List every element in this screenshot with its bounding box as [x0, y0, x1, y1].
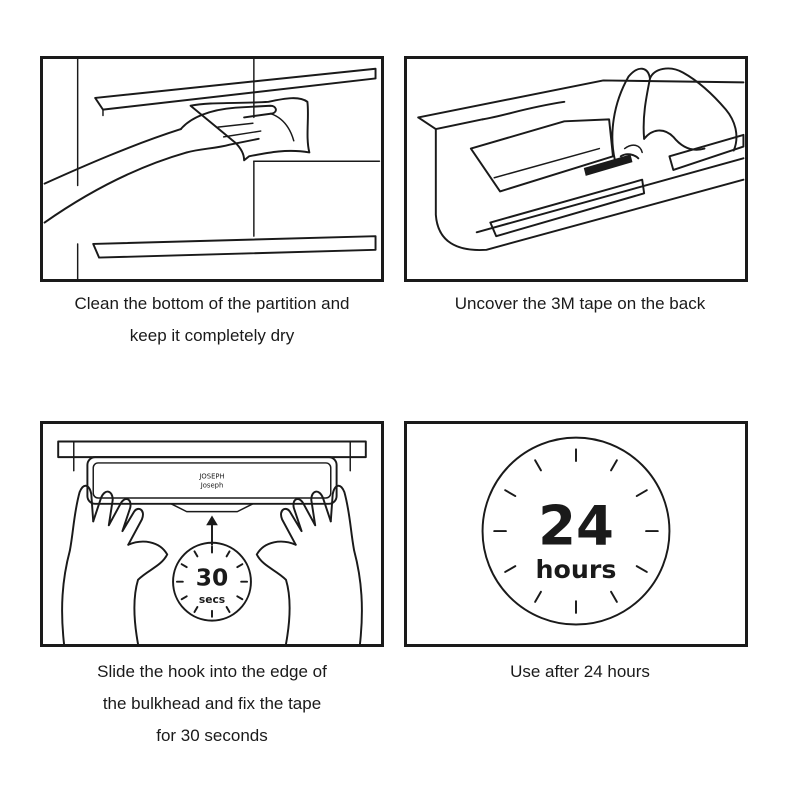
- dial-tick: [635, 565, 648, 573]
- clock-ticks: [493, 448, 659, 614]
- hook-left-edge: [417, 116, 484, 131]
- recess-inner-line: [493, 147, 601, 179]
- peeled-liner: [619, 153, 640, 160]
- dial-tick: [635, 489, 648, 498]
- upper-shelf: [94, 67, 377, 111]
- caption-line: keep it completely dry: [129, 326, 295, 345]
- 3m-tape-strip: [583, 154, 633, 176]
- dial-tick: [236, 595, 244, 601]
- dial-tick: [193, 550, 199, 558]
- step-1-caption: Clean the bottom of the partition and ke…: [20, 288, 404, 352]
- timer-unit: secs: [199, 593, 225, 606]
- cleaning-cloth: [189, 97, 311, 162]
- dial-tick: [236, 563, 244, 569]
- timer-ticks: [175, 545, 249, 618]
- clock-drawing: 24 hours: [481, 436, 671, 626]
- hand-back: [649, 67, 738, 152]
- left-hand-thumb: [127, 540, 169, 644]
- dial-tick: [504, 565, 517, 573]
- step-3-illustration: 30 secs JOSEPH Joseph: [40, 421, 384, 647]
- hand-outline: [179, 104, 277, 131]
- right-hand-thumb: [255, 540, 297, 644]
- timer-dial: [172, 541, 252, 622]
- finger-index: [611, 67, 651, 162]
- dial-tick: [225, 550, 231, 558]
- hook-product-inner: [92, 462, 332, 499]
- press-arrow-head: [206, 515, 218, 526]
- dial-tick: [225, 606, 231, 614]
- step-3-caption: Slide the hook into the edge of the bulk…: [20, 656, 404, 752]
- left-hand-outer: [61, 484, 95, 644]
- dial-tick: [610, 590, 618, 603]
- right-hand-fingers: [280, 490, 332, 546]
- brand-logo-line1: JOSEPH: [198, 473, 224, 481]
- step-4-caption: Use after 24 hours: [390, 656, 770, 688]
- peeling-tape-drawing: [417, 67, 745, 251]
- hook-front-lip: [475, 157, 745, 234]
- step-2-caption: Uncover the 3M tape on the back: [390, 288, 770, 320]
- caption-line: Uncover the 3M tape on the back: [454, 294, 706, 313]
- dial-tick: [504, 489, 517, 498]
- tape-recess: [469, 118, 614, 193]
- dial-tick: [193, 606, 199, 614]
- dial-tick: [534, 459, 542, 472]
- arm-upper-edge: [43, 128, 182, 185]
- dial-tick: [610, 459, 618, 472]
- dial-tick: [180, 563, 188, 569]
- clock-face: [481, 436, 671, 626]
- caption-line: Slide the hook into the edge of: [97, 662, 327, 681]
- caption-line: the bulkhead and fix the tape: [102, 694, 322, 713]
- step-1-illustration: [40, 56, 384, 282]
- hook-front-face: [434, 128, 745, 251]
- clock-unit: hours: [536, 555, 617, 584]
- hand-fingers: [217, 122, 262, 138]
- clock-number: 24: [538, 494, 614, 558]
- hook-bottom-tab: [170, 503, 254, 513]
- arm-lower-edge: [43, 151, 188, 224]
- fingertip: [623, 144, 643, 154]
- timer-number: 30: [196, 564, 229, 592]
- step-4-illustration: 24 hours: [404, 421, 748, 647]
- left-hand-fingers: [92, 490, 144, 546]
- brand-logo-line2: Joseph: [200, 481, 224, 489]
- caption-line: Clean the bottom of the partition and: [74, 294, 350, 313]
- right-hand-outer: [329, 484, 363, 644]
- lower-shelf: [92, 235, 377, 259]
- bulkhead-edge: [57, 440, 367, 459]
- caption-line: Use after 24 hours: [510, 662, 650, 681]
- hook-top-edge: [417, 79, 745, 119]
- cloth-fold: [269, 112, 295, 142]
- step-2-illustration: [404, 56, 748, 282]
- hook-slot: [489, 178, 646, 238]
- dial-tick: [534, 590, 542, 603]
- hook-back-ridge: [481, 100, 566, 121]
- hand-palm: [185, 137, 260, 154]
- caption-line: for 30 seconds: [156, 726, 268, 745]
- pressing-hook-drawing: 30 secs JOSEPH Joseph: [57, 440, 367, 644]
- dial-tick: [180, 595, 188, 601]
- cleaning-shelf-drawing: [43, 59, 381, 279]
- hook-slot: [668, 133, 745, 171]
- hook-product: [86, 456, 338, 505]
- finger-thumb: [643, 129, 706, 151]
